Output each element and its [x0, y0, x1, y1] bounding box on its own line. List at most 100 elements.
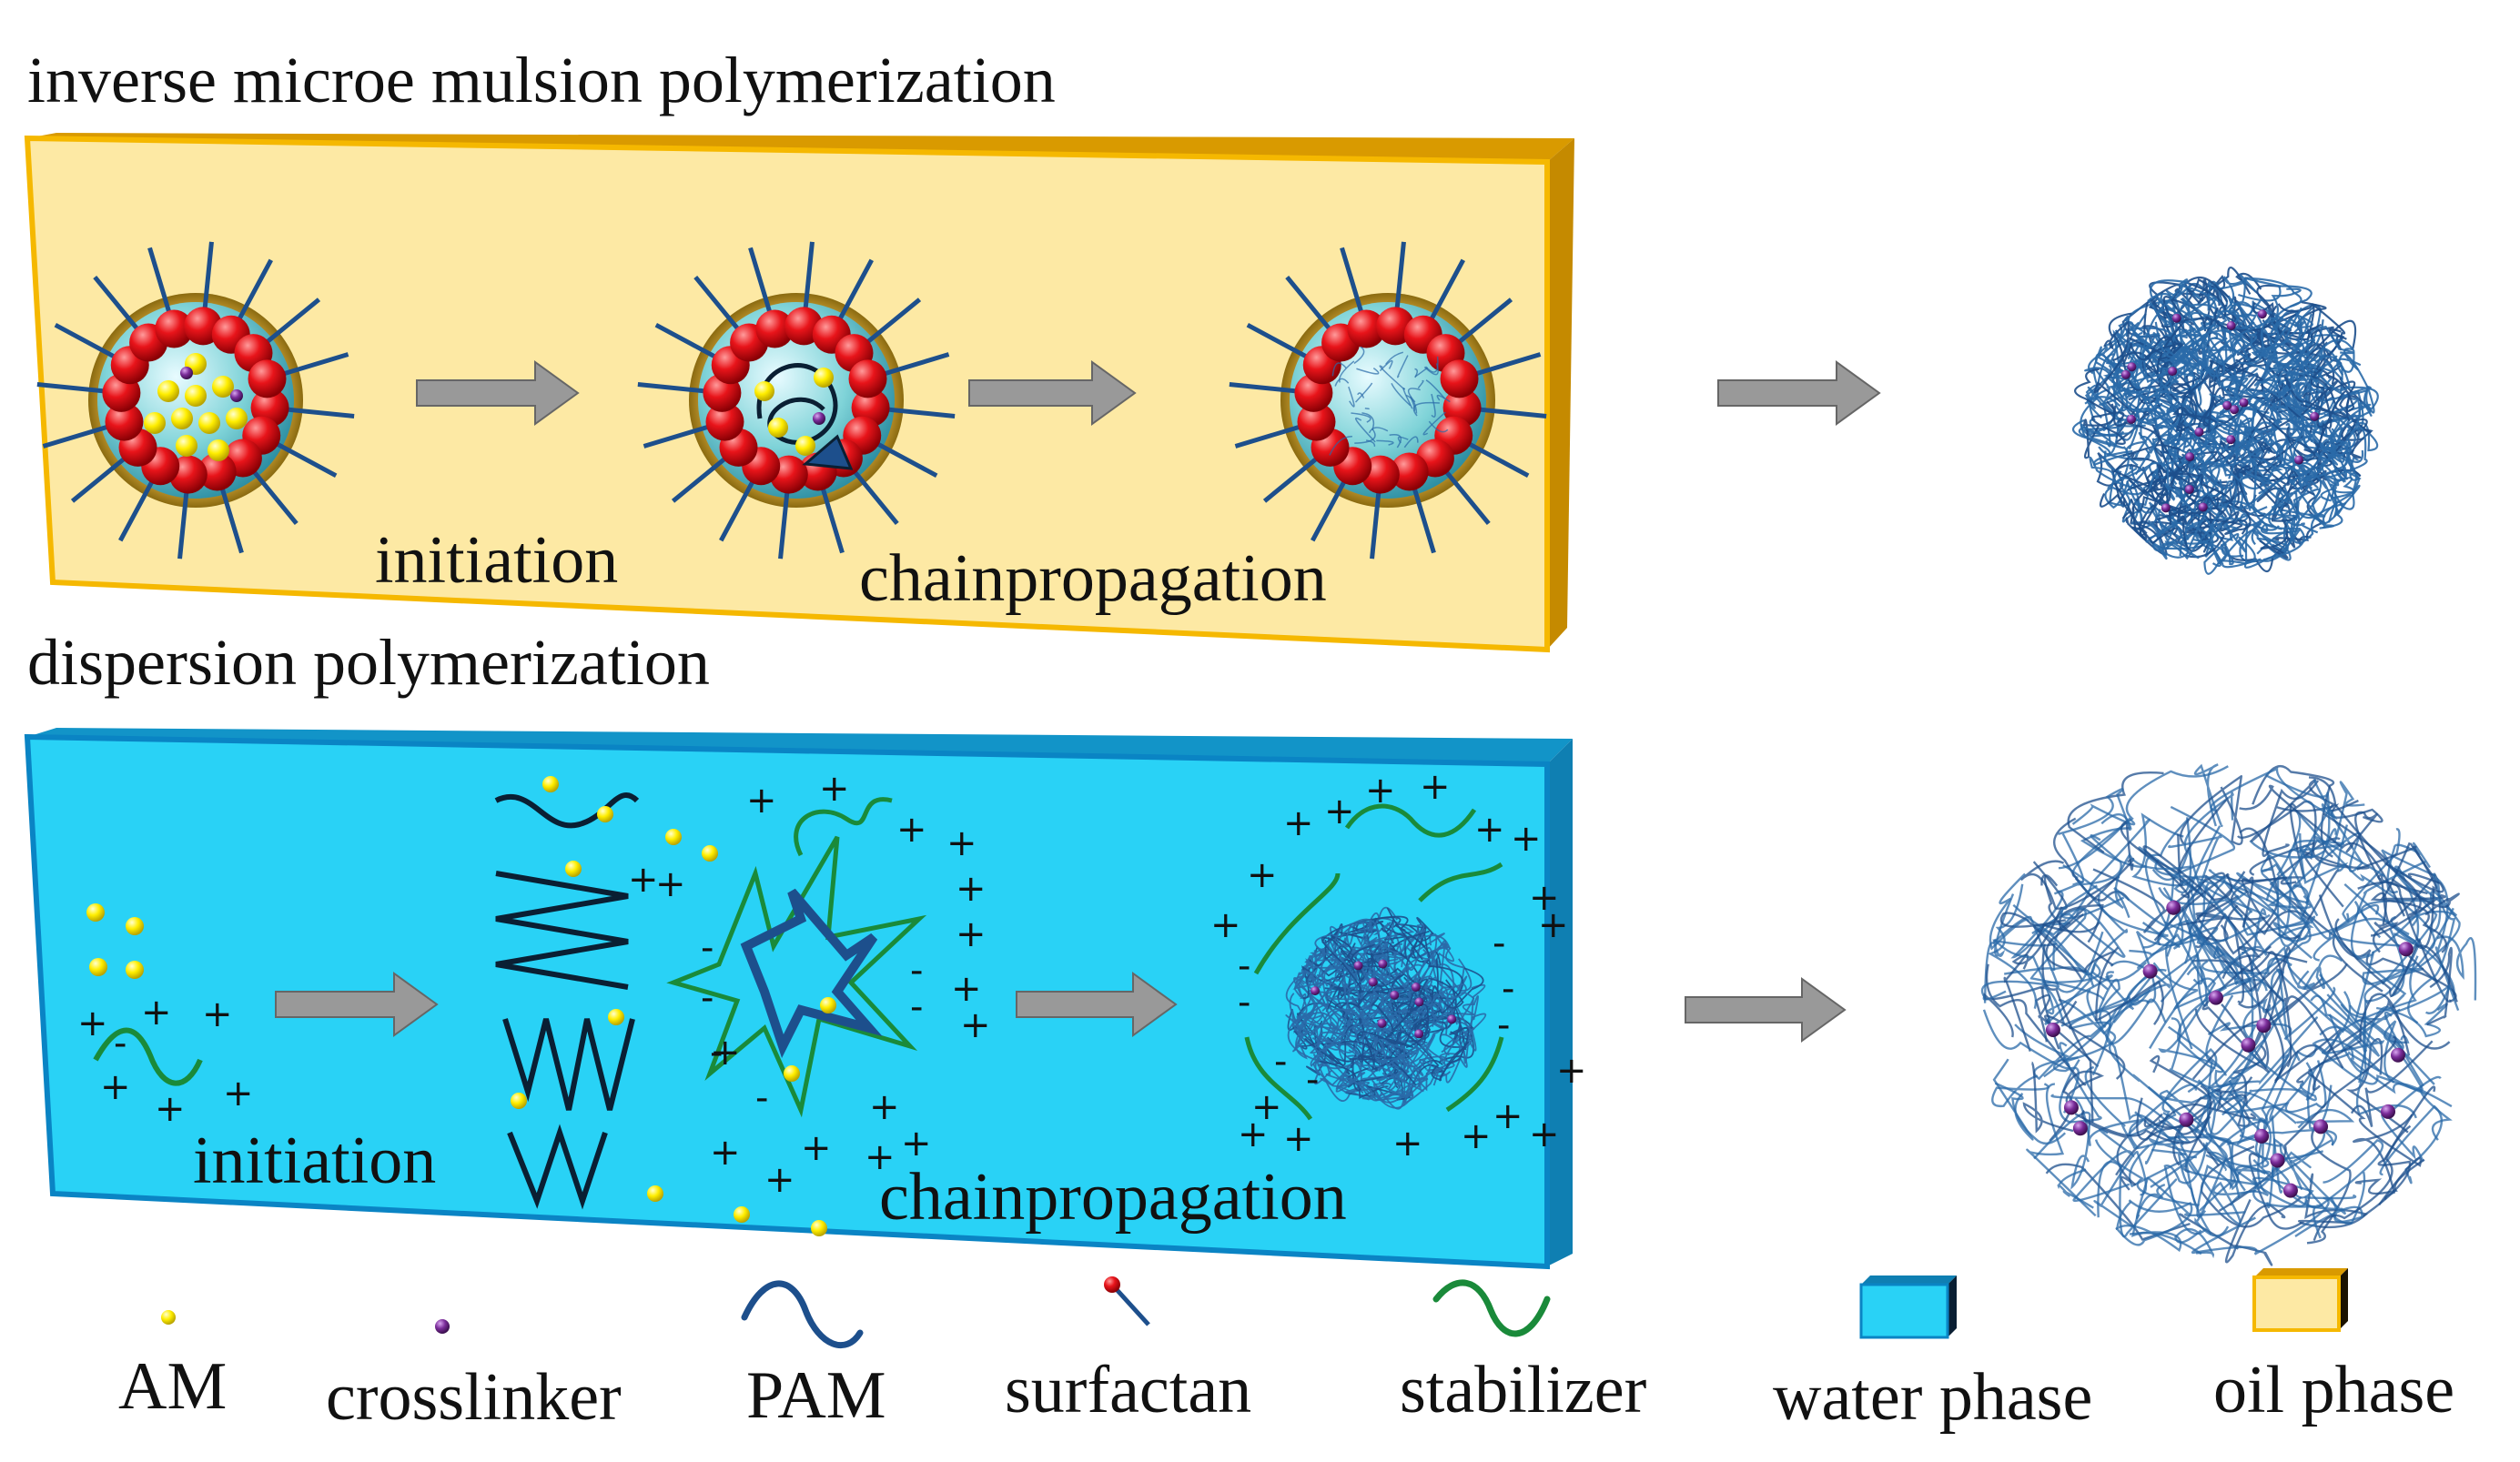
plus-charge: + — [141, 992, 172, 1033]
plus-charge: + — [946, 822, 977, 864]
crosslinker — [2239, 398, 2249, 408]
pam-strand — [2272, 496, 2327, 541]
crosslinker — [2256, 1018, 2272, 1033]
pam-strand — [2323, 812, 2444, 893]
plus-charge: + — [710, 1032, 741, 1074]
pam-strand — [2139, 395, 2215, 442]
pam-strand — [1303, 1037, 1383, 1066]
pam-strand — [2166, 834, 2222, 957]
arrow-inverse-2 — [968, 360, 1137, 426]
pam-strand — [2323, 423, 2364, 453]
pam-strand — [1334, 958, 1374, 1008]
pam-strand — [1414, 367, 1429, 378]
plus-charge: + — [1493, 1095, 1523, 1137]
pam-strand — [2287, 338, 2355, 373]
pam-strand — [2109, 1042, 2213, 1188]
pam-strand — [2262, 388, 2311, 434]
pam-strand — [2184, 276, 2230, 320]
pam-strand — [2205, 1016, 2318, 1090]
pam-strand — [2160, 347, 2199, 385]
crosslinker — [2270, 1153, 2285, 1168]
pam-strand — [1424, 356, 1439, 373]
pam-strand — [2033, 1111, 2091, 1190]
pam-strand — [2180, 1142, 2257, 1225]
pam-strand — [2130, 498, 2187, 550]
pam-strand — [2161, 523, 2223, 560]
pam-strand — [2044, 1000, 2126, 1080]
legend-label-water-phase: water phase — [1773, 1360, 2092, 1435]
pam-strand — [1285, 975, 1325, 1023]
pam-strand — [2104, 467, 2138, 509]
plus-charge: + — [865, 1136, 896, 1178]
pam-strand — [1993, 938, 2113, 1015]
pam-strand — [2193, 763, 2223, 828]
pam-strand — [1379, 365, 1405, 390]
pam-strand — [1357, 392, 1365, 398]
plus-charge: + — [100, 1066, 131, 1108]
minus-charge: - — [1502, 968, 1514, 1010]
pam-strand — [2395, 867, 2458, 927]
crosslinker — [1353, 961, 1363, 971]
crosslinker — [2179, 1112, 2194, 1127]
stabilizer-chain — [1244, 1036, 1504, 1121]
crosslinker — [2166, 900, 2181, 915]
pam-strand — [1309, 974, 1350, 1054]
pam-strand — [2292, 839, 2345, 859]
blue-box-icon — [1859, 1275, 1957, 1339]
pam-strand — [2172, 401, 2218, 435]
pam-strand — [2014, 1023, 2080, 1114]
am-monomer — [702, 845, 718, 862]
pam-strand — [1358, 966, 1401, 1027]
pam-strand — [2162, 1112, 2230, 1237]
pam-strand — [1376, 439, 1394, 446]
plus-charge: + — [1529, 1114, 1560, 1155]
pam-strand — [2264, 963, 2348, 1027]
micelle-monomer — [36, 241, 355, 560]
pam-strand — [2072, 1128, 2135, 1203]
pam-chain — [502, 1018, 635, 1111]
pam-strand — [2238, 285, 2313, 327]
yellow-box-icon — [2252, 1268, 2348, 1332]
plus-charge: + — [155, 1088, 186, 1130]
pam-strand — [2238, 946, 2292, 1043]
am-monomer — [212, 376, 234, 398]
plus-charge: + — [1283, 802, 1314, 844]
pam-strand — [2200, 1144, 2302, 1228]
pam-strand — [1329, 435, 1352, 456]
pam-strand — [2436, 935, 2477, 1001]
pam-strand — [2209, 480, 2238, 521]
pam-strand — [1353, 346, 1365, 365]
am-monomer — [565, 861, 582, 877]
pam-strand — [2161, 373, 2180, 421]
surfactant-head — [848, 359, 887, 398]
pam-strand — [2181, 1114, 2271, 1179]
pam-strand — [1374, 1042, 1417, 1062]
pam-strand — [1422, 411, 1446, 436]
pam-strand — [2304, 347, 2373, 412]
pam-strand — [2228, 465, 2252, 506]
pam-strand — [2278, 508, 2326, 534]
pam-strand — [2312, 1038, 2428, 1096]
pam-strand — [2271, 474, 2313, 517]
pam-strand — [2279, 1143, 2366, 1225]
arrow-inverse-3 — [1717, 360, 1881, 426]
pam-strand — [2103, 320, 2130, 361]
pam-strand — [2241, 951, 2344, 1069]
dispersion-chainpropagation-label: chainpropagation — [879, 1160, 1347, 1235]
micelle-propagation — [1229, 241, 1547, 560]
pam-strand — [2154, 805, 2236, 877]
arrow-dispersion-2 — [1016, 972, 1178, 1037]
pam-strand — [2058, 788, 2131, 835]
crosslinker — [2390, 1047, 2405, 1063]
pam-strand — [2276, 955, 2419, 1033]
pam-strand — [1351, 412, 1371, 423]
pam-strand — [2227, 303, 2258, 353]
pam-strand — [1429, 977, 1464, 1018]
pam-strand — [2252, 1166, 2314, 1199]
pam-strand — [2154, 321, 2228, 376]
pam-strand — [2233, 868, 2312, 984]
am-monomer — [811, 1220, 827, 1236]
am-monomer — [89, 958, 107, 976]
crosslinker — [2161, 503, 2171, 513]
plus-charge: + — [1392, 1123, 1423, 1165]
